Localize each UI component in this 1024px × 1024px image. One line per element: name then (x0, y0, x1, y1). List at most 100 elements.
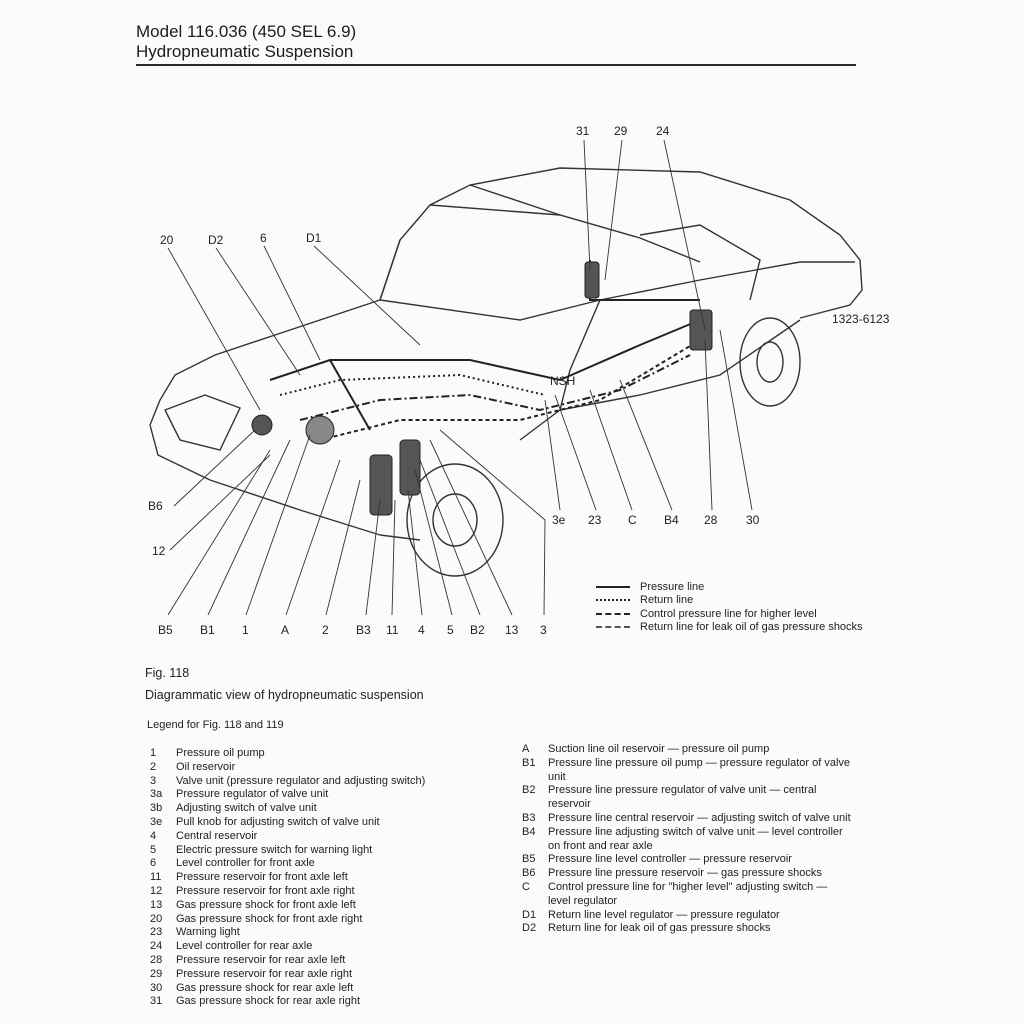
legend-item: 29 Pressure reservoir for rear axle right (150, 968, 500, 982)
legend-item: D2 Return line for leak oil of gas pressu… (522, 922, 852, 936)
callout-b3: B3 (356, 623, 371, 637)
key-row-control: Control pressure line for higher level (596, 607, 863, 621)
callout-11: 11 (386, 623, 399, 637)
key-row-return: Return line (596, 594, 863, 608)
legend-text: Pressure line level controller — pressur… (548, 853, 792, 866)
legend-text: Pressure line pressure regulator of valv… (548, 784, 817, 811)
legend-text: Pressure reservoir for rear axle right (176, 967, 353, 980)
callout-24: 24 (656, 124, 670, 138)
legend-text: Central reservoir (176, 829, 258, 842)
legend-text: Level controller for front axle (176, 857, 315, 870)
legend-code: B5 (522, 853, 536, 866)
legend-item: 2 Oil reservoir (150, 761, 500, 775)
callout-a: A (281, 623, 289, 637)
legend-item: 3 Valve unit (pressure regulator and adju… (150, 775, 500, 789)
callout-30: 30 (746, 513, 760, 527)
legend-code: B3 (522, 811, 536, 824)
callout-b1: B1 (200, 623, 215, 637)
legend-code: 24 (150, 940, 163, 953)
callout-13: 13 (505, 623, 519, 637)
legend-text: Suction line oil reservoir — pressure oi… (548, 743, 770, 755)
legend-code: A (522, 743, 530, 755)
legend-text: Pressure reservoir for rear axle left (176, 953, 346, 966)
dotted-line-swatch (596, 599, 630, 602)
hydraulic-lines (269, 260, 701, 441)
legend-code: B1 (522, 756, 536, 769)
legend-text: Pressure line pressure oil pump — pressu… (548, 756, 851, 783)
legend-item: B2 Pressure line pressure regulator of va… (522, 784, 852, 812)
legend-code: 1 (150, 747, 157, 759)
legend-code: C (522, 880, 530, 893)
legend-code: 29 (150, 967, 163, 980)
callout-b6: B6 (148, 499, 163, 513)
callout-b2: B2 (470, 623, 485, 637)
legend-text: Adjusting switch of valve unit (176, 802, 317, 815)
legend-text: Gas pressure shock for front axle left (176, 898, 356, 911)
legend-code: 5 (150, 843, 157, 856)
key-label: Pressure line (640, 580, 705, 593)
callout-3e: 3e (552, 513, 566, 527)
callout-20: 20 (160, 233, 174, 247)
callout-31: 31 (576, 124, 590, 138)
callout-4: 4 (418, 623, 425, 637)
figure-number: Fig. 118 (145, 666, 190, 680)
legend-code: D2 (522, 922, 537, 935)
legend-code: B2 (522, 784, 536, 797)
leader-lines (167, 139, 753, 616)
page-title: Model 116.036 (450 SEL 6.9) (136, 22, 357, 41)
legend-text: Pressure line adjusting switch of valve … (548, 825, 843, 852)
legend-text: Pull knob for adjusting switch of valve … (176, 815, 380, 828)
legend-code: 30 (150, 981, 163, 994)
wheels (406, 317, 801, 577)
callout-23: 23 (588, 513, 602, 527)
callout-b4: B4 (664, 513, 679, 527)
legend-text: Gas pressure shock for rear axle right (176, 995, 361, 1008)
legend-text: Pressure line central reservoir — adjust… (548, 811, 851, 824)
callout-3: 3 (540, 623, 547, 637)
key-row-pressure: Pressure line (596, 580, 863, 594)
key-label: Return line for leak oil of gas pressure… (640, 621, 863, 634)
legend-text: Pressure regulator of valve unit (176, 788, 329, 801)
callout-1: 1 (242, 623, 249, 637)
dashdot-line-swatch (596, 612, 630, 615)
car-outline (149, 167, 863, 541)
callout-5: 5 (447, 623, 454, 637)
legend-text: Valve unit (pressure regulator and adjus… (176, 774, 426, 787)
legend-code: 3 (150, 774, 157, 787)
legend-right-column: A Suction line oil reservoir — pressure o… (522, 743, 852, 936)
key-row-leak: Return line for leak oil of gas pressure… (596, 621, 863, 635)
callout-29: 29 (614, 124, 628, 138)
legend-title: Legend for Fig. 118 and 119 (147, 719, 284, 731)
legend-text: Oil reservoir (176, 760, 236, 773)
dashed-line-swatch (596, 626, 630, 629)
legend-item: A Suction line oil reservoir — pressure o… (522, 743, 852, 757)
legend-code: 2 (150, 760, 157, 773)
legend-item: B5 Pressure line level controller — press… (522, 853, 852, 867)
legend-text: Return line for leak oil of gas pressure… (548, 922, 771, 935)
components (251, 261, 713, 516)
callout-6: 6 (260, 231, 267, 245)
legend-item: B1 Pressure line pressure oil pump — pres… (522, 757, 852, 785)
legend-code: 11 (150, 871, 162, 884)
legend-code: 20 (150, 912, 163, 925)
callout-d1: D1 (306, 231, 322, 245)
legend-text: Pressure line pressure reservoir — gas p… (548, 867, 822, 880)
legend-code: 3e (150, 815, 163, 828)
legend-code: 12 (150, 884, 163, 897)
legend-code: 3a (150, 788, 163, 801)
